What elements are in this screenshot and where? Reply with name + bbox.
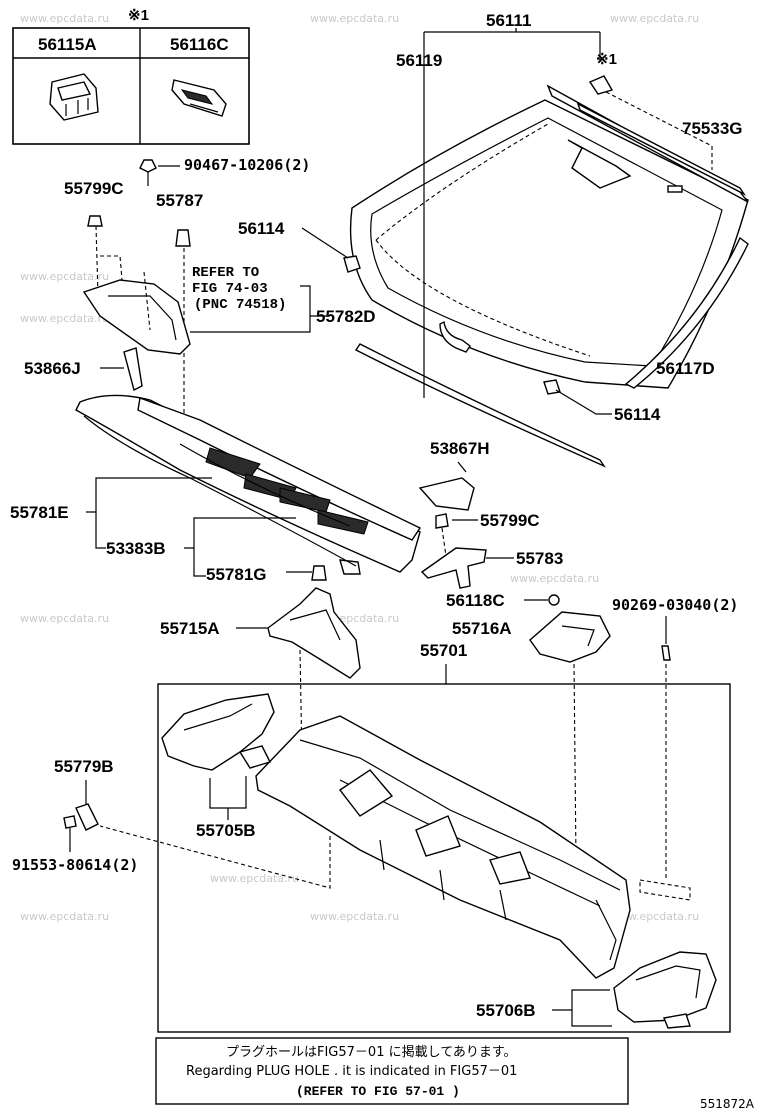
- label-56116C: 56116C: [170, 35, 229, 54]
- label-55715A: 55715A: [160, 619, 220, 638]
- nut-56118C-icon: [524, 594, 560, 606]
- label-55783: 55783: [516, 549, 563, 568]
- watermark-6: www.epcdata.ru: [20, 312, 109, 325]
- bracket-55779B: [75, 780, 99, 831]
- watermark-13: www.epcdata.ru: [310, 910, 399, 923]
- label-55787: 55787: [156, 191, 203, 210]
- bolt-90269-icon: [661, 616, 671, 880]
- clip-56116C-drawing: [171, 79, 227, 117]
- watermark-14: www.epcdata.ru: [610, 910, 699, 923]
- clip-55799C-a-icon: [87, 215, 103, 297]
- bolt-90467-icon: [139, 159, 180, 186]
- stopper-56114-a: [301, 227, 361, 273]
- label-56119: 56119: [396, 51, 442, 70]
- label-55781E: 55781E: [10, 503, 69, 522]
- label-55716A: 55716A: [452, 619, 512, 638]
- note-line-en: Regarding PLUG HOLE . it is indicated in…: [186, 1064, 517, 1079]
- refer-line-1: REFER TO: [192, 265, 259, 281]
- panel-55706B: [552, 951, 717, 1029]
- watermark-12: www.epcdata.ru: [20, 910, 109, 923]
- label-55799C-a: 55799C: [64, 179, 124, 198]
- label-53866J: 53866J: [24, 359, 81, 378]
- panel-55716A: [529, 611, 611, 861]
- label-56118C: 56118C: [446, 591, 505, 610]
- label-56115A: 56115A: [38, 35, 97, 54]
- label-53383B: 53383B: [106, 539, 166, 558]
- leader-53383B: [184, 517, 296, 577]
- leader-56111: [423, 28, 601, 398]
- bolt-91553-icon: [63, 815, 77, 852]
- watermark-3: www.epcdata.ru: [610, 12, 699, 25]
- note-line-jp: プラグホールはFIG57－01 に掲載してあります。: [226, 1044, 517, 1060]
- sensor-connector: [439, 320, 471, 353]
- leader-55781E: [86, 477, 212, 549]
- watermark-9: www.epcdata.ru: [20, 612, 109, 625]
- refer-line-3: (PNC 74518): [194, 297, 286, 313]
- cowl-louver: [75, 394, 422, 575]
- seal-53866J: [100, 347, 143, 392]
- plug-hole-note: プラグホールはFIG57－01 に掲載してあります。 Regarding PLU…: [155, 1037, 629, 1105]
- label-91553-80614: 91553-80614(2): [12, 856, 138, 874]
- label-55781G: 55781G: [206, 565, 267, 584]
- label-90467-10206: 90467-10206(2): [184, 156, 310, 174]
- label-55701: 55701: [420, 641, 467, 660]
- watermark-1: www.epcdata.ru: [20, 12, 109, 25]
- figure-id: 551872A: [700, 1097, 755, 1111]
- label-55706B: 55706B: [476, 1001, 536, 1020]
- watermark-4: www.epcdata.ru: [20, 270, 109, 283]
- clip-on-glass: [588, 75, 614, 95]
- bracket-55705B: [161, 693, 275, 820]
- refer-line-2: FIG 74-03: [192, 281, 268, 297]
- inset-box: ※1 56115A 56116C: [12, 7, 250, 145]
- watermark-2: www.epcdata.ru: [310, 12, 399, 25]
- watermark-8: www.epcdata.ru: [510, 572, 599, 585]
- bracket-55782D: [82, 255, 330, 355]
- stopper-56114-b: [543, 379, 612, 415]
- label-56111: 56111: [486, 11, 531, 30]
- clip-56115A-drawing: [49, 73, 99, 121]
- label-53867H: 53867H: [430, 439, 490, 458]
- label-55782D: 55782D: [316, 307, 376, 326]
- panel-55701-frame: [157, 683, 731, 1033]
- label-55705B: 55705B: [196, 821, 256, 840]
- label-55779B: 55779B: [54, 757, 114, 776]
- weatherstrip-56119: [354, 343, 606, 468]
- symbol-note-glass: ※1: [596, 51, 617, 68]
- side-moulding-56117D: [624, 236, 749, 389]
- label-56117D: 56117D: [656, 359, 715, 378]
- clip-55781G-icon: [286, 565, 327, 581]
- clip-55799C-b-icon: [435, 513, 478, 557]
- dash-panel-55701: [99, 715, 631, 979]
- plug-hole-marker: [639, 879, 691, 901]
- label-55799C-b: 55799C: [480, 511, 540, 530]
- watermark-11: www.epcdata.ru: [210, 872, 299, 885]
- note-line-ref: (REFER TO FIG 57-01 ): [296, 1084, 460, 1099]
- seal-53867H: [418, 461, 475, 511]
- bracket-55783: [420, 547, 514, 589]
- part-labels: 56111 56119 ※1 75533G 90467-10206(2) 557…: [10, 11, 743, 1020]
- label-75533G: 75533G: [682, 119, 743, 138]
- label-56114-a: 56114: [238, 219, 285, 238]
- moulding-75533G: [546, 84, 749, 203]
- label-90269-03040: 90269-03040(2): [612, 596, 738, 614]
- symbol-note-top: ※1: [128, 7, 149, 24]
- label-56114-b: 56114: [614, 405, 661, 424]
- clip-55787-icon: [175, 229, 191, 440]
- windshield-glass: [349, 99, 749, 389]
